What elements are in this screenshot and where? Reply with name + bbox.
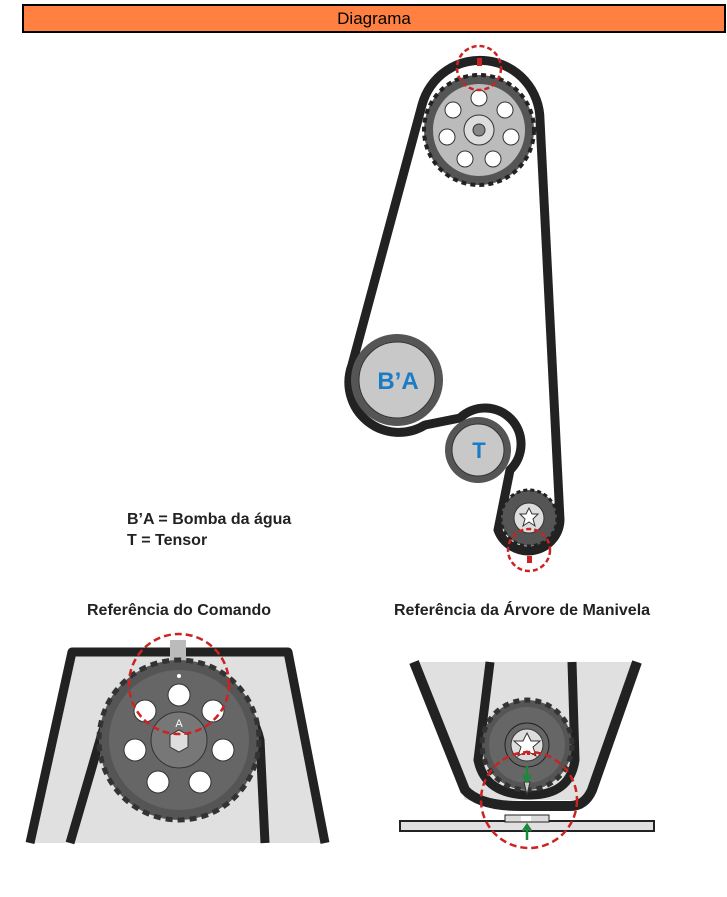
crank-mark-circle	[506, 527, 552, 573]
diagram-header: Diagrama	[22, 4, 726, 33]
legend-water-pump: B’A = Bomba da água	[127, 511, 291, 528]
cam-reference-detail: A	[25, 632, 330, 845]
water-pump-label: B’A	[377, 368, 418, 395]
header-title: Diagrama	[337, 9, 411, 28]
cam-reference-title: Referência do Comando	[87, 602, 271, 619]
water-pump-pulley	[351, 334, 443, 426]
legend-tensioner: T = Tensor	[127, 532, 207, 549]
crank-reference-title: Referência da Árvore de Manivela	[394, 600, 650, 619]
cam-mark-circle	[455, 44, 503, 92]
timing-belt	[344, 55, 565, 556]
crank-arrow-icon	[521, 766, 533, 784]
camshaft-gear	[422, 44, 536, 187]
block-arrow-icon	[521, 822, 533, 840]
tensioner-label: T	[472, 438, 486, 463]
cam-mark-label: A	[175, 718, 183, 730]
tensioner-pulley	[445, 417, 511, 483]
crankshaft-gear	[499, 488, 559, 573]
crank-reference-detail	[399, 660, 655, 850]
